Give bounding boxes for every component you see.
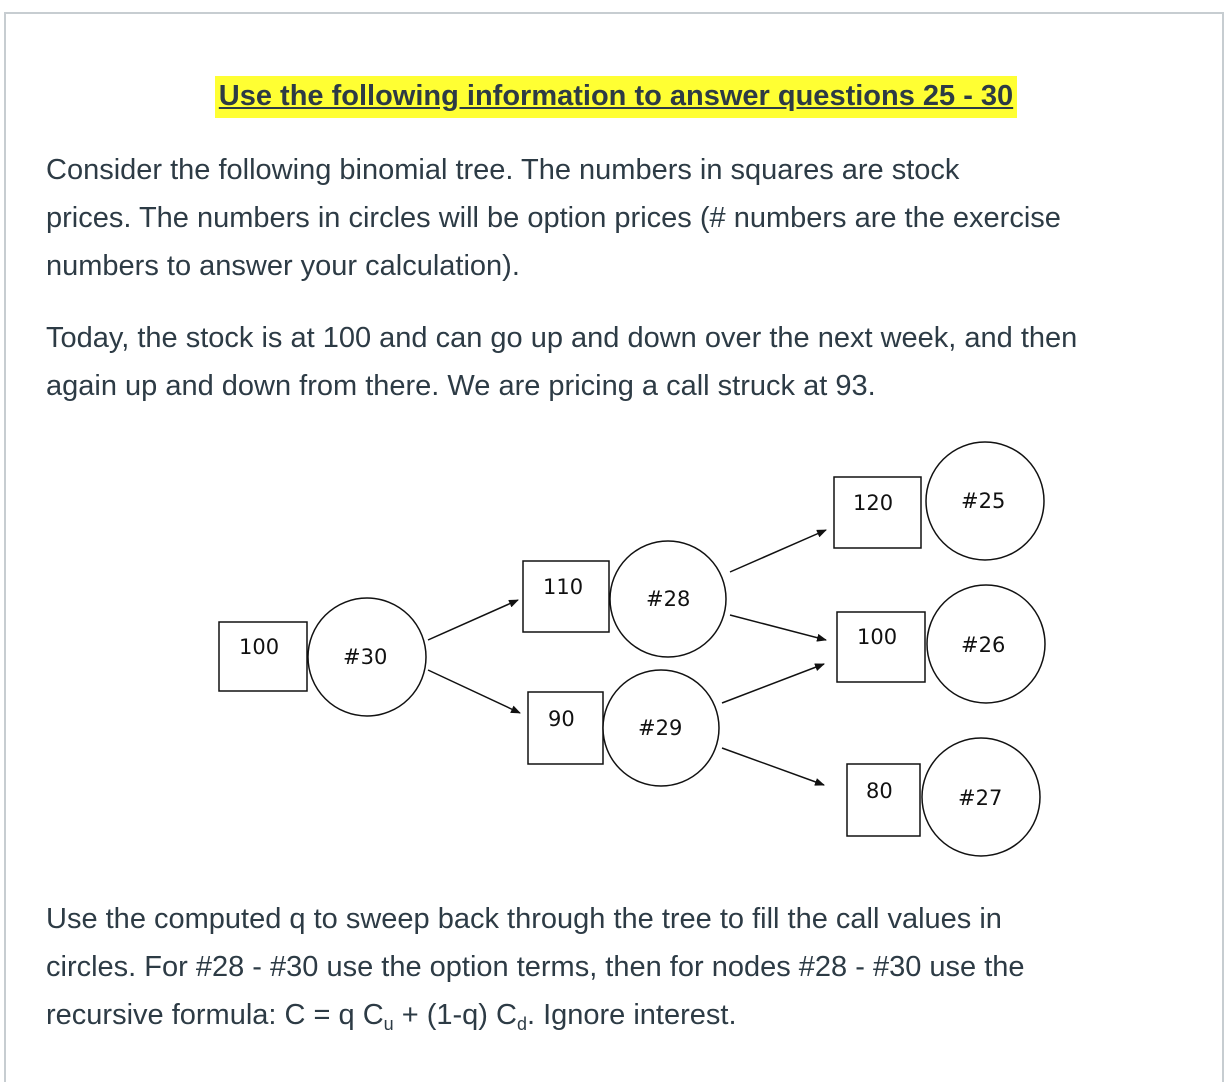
option-node-up xyxy=(609,540,727,658)
edge-root-up xyxy=(427,599,519,641)
stock-label-root: 100 xyxy=(239,635,279,659)
stock-node-up xyxy=(522,560,610,633)
edge-down-dd xyxy=(721,747,825,786)
option-label-uu: #25 xyxy=(961,489,1005,513)
stock-node-dd xyxy=(846,763,921,837)
option-node-uu xyxy=(925,441,1045,561)
option-label-root: #30 xyxy=(343,645,387,669)
option-label-down: #29 xyxy=(638,716,682,740)
formula-part-b: + (1-q) C xyxy=(393,999,517,1031)
intro-line-3: numbers to answer your calculation). xyxy=(46,250,520,282)
stock-node-ud xyxy=(836,611,926,683)
edge-up-uu xyxy=(729,529,827,573)
instructions-line-3: recursive formula: C = q Cu + (1-q) Cd. … xyxy=(46,991,1196,1042)
formula-subscript-u: u xyxy=(383,1014,394,1034)
instructions-line-1: Use the computed q to sweep back through… xyxy=(46,903,1002,935)
stock-label-dd: 80 xyxy=(866,779,893,803)
highlighted-heading: Use the following information to answer … xyxy=(214,76,1018,118)
option-label-dd: #27 xyxy=(958,786,1002,810)
edge-up-ud xyxy=(729,614,827,642)
stock-label-down: 90 xyxy=(548,707,575,731)
content-frame xyxy=(4,12,1224,1082)
stock-label-uu: 120 xyxy=(853,491,893,515)
option-label-ud: #26 xyxy=(961,633,1005,657)
scenario-paragraph: Today, the stock is at 100 and can go up… xyxy=(46,314,1196,410)
scenario-line-1: Today, the stock is at 100 and can go up… xyxy=(46,322,1078,354)
heading-container: Use the following information to answer … xyxy=(0,76,1228,118)
option-node-root xyxy=(307,597,427,717)
stock-label-ud: 100 xyxy=(857,625,897,649)
edge-root-down xyxy=(427,669,521,714)
intro-line-2: prices. The numbers in circles will be o… xyxy=(46,202,1061,234)
intro-paragraph: Consider the following binomial tree. Th… xyxy=(46,146,1186,290)
formula-part-c: . Ignore interest. xyxy=(526,999,737,1031)
option-node-down xyxy=(602,669,720,787)
formula-subscript-d: d xyxy=(516,1014,527,1034)
edge-down-ud xyxy=(721,663,825,704)
stock-label-up: 110 xyxy=(543,575,583,599)
instructions-line-2: circles. For #28 - #30 use the option te… xyxy=(46,951,1025,983)
scenario-line-2: again up and down from there. We are pri… xyxy=(46,370,876,402)
formula-part-a: recursive formula: C = q C xyxy=(46,999,384,1031)
stock-node-root xyxy=(218,621,308,692)
stock-node-uu xyxy=(833,476,922,549)
intro-line-1: Consider the following binomial tree. Th… xyxy=(46,154,960,186)
option-label-up: #28 xyxy=(646,587,690,611)
option-node-ud xyxy=(926,584,1046,704)
option-node-dd xyxy=(921,737,1041,857)
instructions-paragraph: Use the computed q to sweep back through… xyxy=(46,895,1196,1042)
